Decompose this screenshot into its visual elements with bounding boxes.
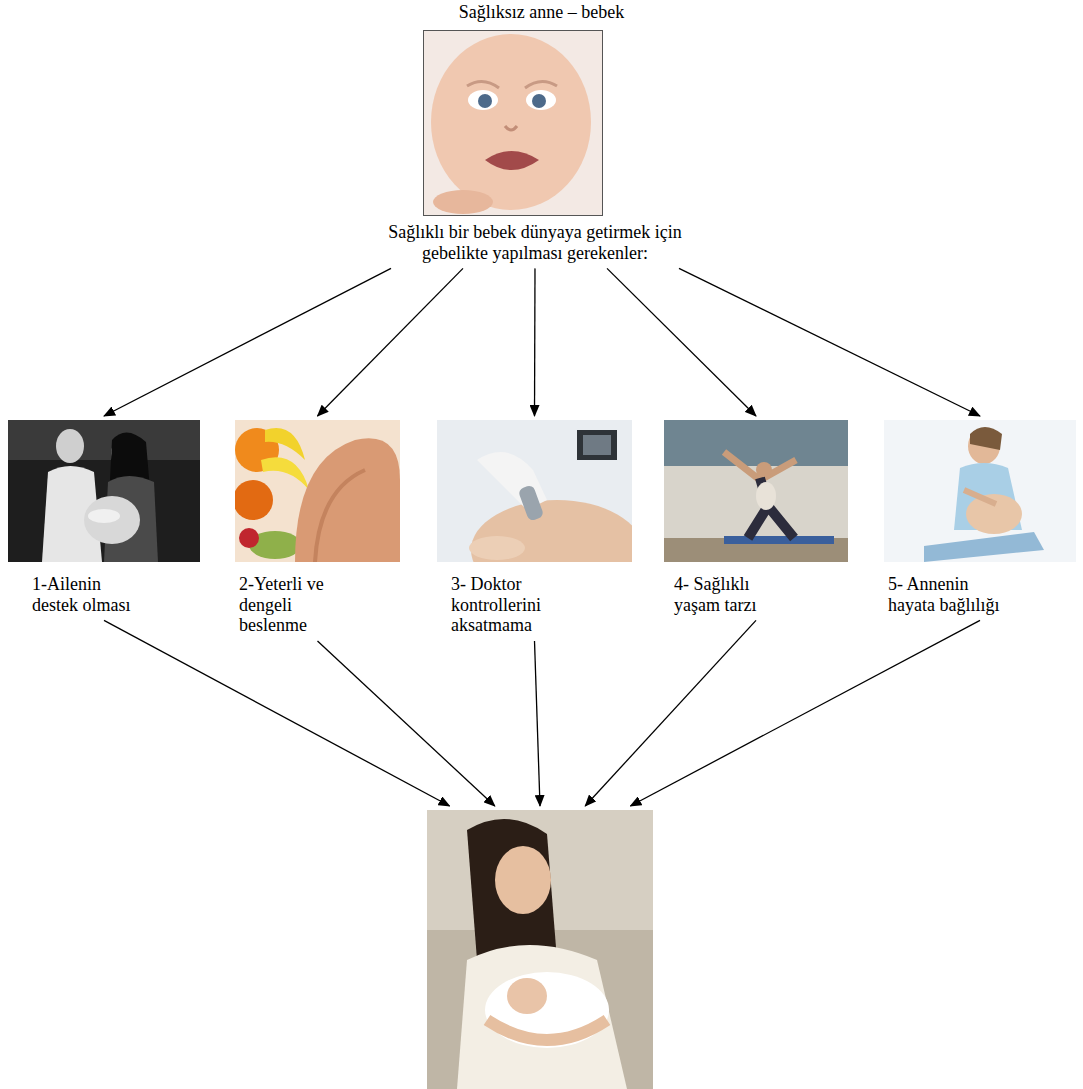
fruit-belly-photo [235,420,400,562]
step-label: 2-Yeterli ve dengeli beslenme [239,574,349,636]
step-node: 5- Annenin hayata bağlılığı [884,420,1076,615]
step-node: 2-Yeterli ve dengeli beslenme [235,420,400,636]
mother-belly-photo [884,420,1076,562]
couple-photo [8,420,200,562]
result-node [427,810,653,1089]
arrow-connector [318,641,495,806]
arrow-connector [318,268,464,416]
diagram-title: Sağlıksız anne – bebek [0,2,1083,23]
arrow-connector [104,268,391,416]
arrow-connector [630,620,980,806]
step-label: 4- Sağlıklı yaşam tarzı [674,574,784,615]
crying-baby-photo [423,30,603,216]
goal-text: Sağlıklı bir bebek dünyaya getirmek için… [355,222,715,263]
step-node: 1-Ailenin destek olması [8,420,200,615]
arrow-connector [679,268,980,416]
ultrasound-photo [437,420,632,562]
goal-text-node: Sağlıklı bir bebek dünyaya getirmek için… [355,222,715,263]
step-node: 3- Doktor kontrollerini aksatmama [437,420,632,636]
mother-and-baby-photo [427,810,653,1089]
arrow-connector [535,641,541,806]
step-label: 1-Ailenin destek olması [32,574,142,615]
step-label: 5- Annenin hayata bağlılığı [888,574,1018,615]
arrow-connector [585,620,756,806]
yoga-photo [664,420,848,562]
arrow-connector [607,268,756,416]
arrow-connector [104,620,450,806]
arrow-connector [534,268,536,416]
step-node: 4- Sağlıklı yaşam tarzı [664,420,848,615]
step-label: 3- Doktor kontrollerini aksatmama [451,574,571,636]
